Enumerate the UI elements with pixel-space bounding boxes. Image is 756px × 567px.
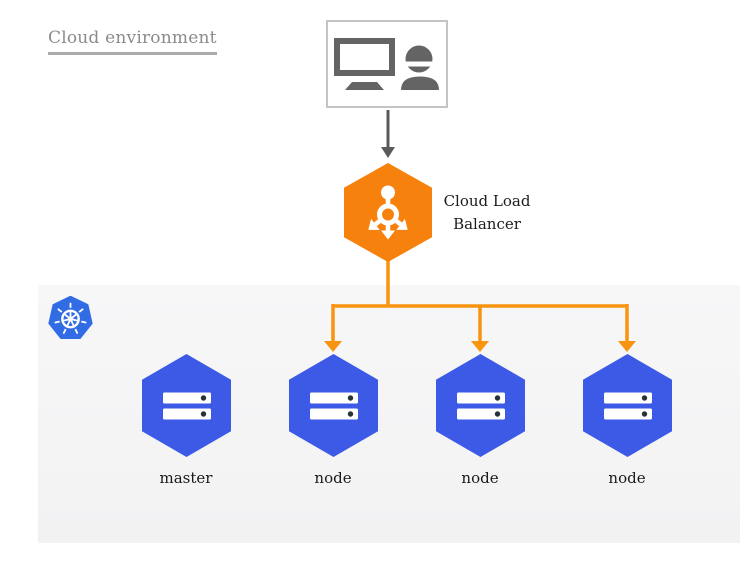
worker-node-label: node (608, 469, 646, 487)
server-rack-icon (456, 392, 505, 419)
person-shoulders (401, 76, 439, 90)
worker-node-label: node (314, 469, 352, 487)
arrow-client-to-lb (381, 110, 395, 158)
kubernetes-icon (48, 296, 93, 340)
load-balancer-icon (368, 185, 408, 239)
monitor-icon (334, 38, 395, 76)
diagram-title: Cloud environment (48, 28, 217, 55)
load-balancer-label: Cloud Load Balancer (443, 192, 531, 234)
person-head (405, 45, 433, 73)
worker-node-label: node (461, 469, 499, 487)
monitor-stand (345, 82, 384, 90)
workstation-user-icon (334, 38, 439, 90)
load-balancer-hexagon (344, 163, 432, 262)
server-rack-icon (162, 392, 211, 419)
client-workstation-box (326, 20, 448, 108)
master-node-label: master (159, 469, 213, 487)
server-rack-icon (309, 392, 358, 419)
server-rack-icon (603, 392, 652, 419)
